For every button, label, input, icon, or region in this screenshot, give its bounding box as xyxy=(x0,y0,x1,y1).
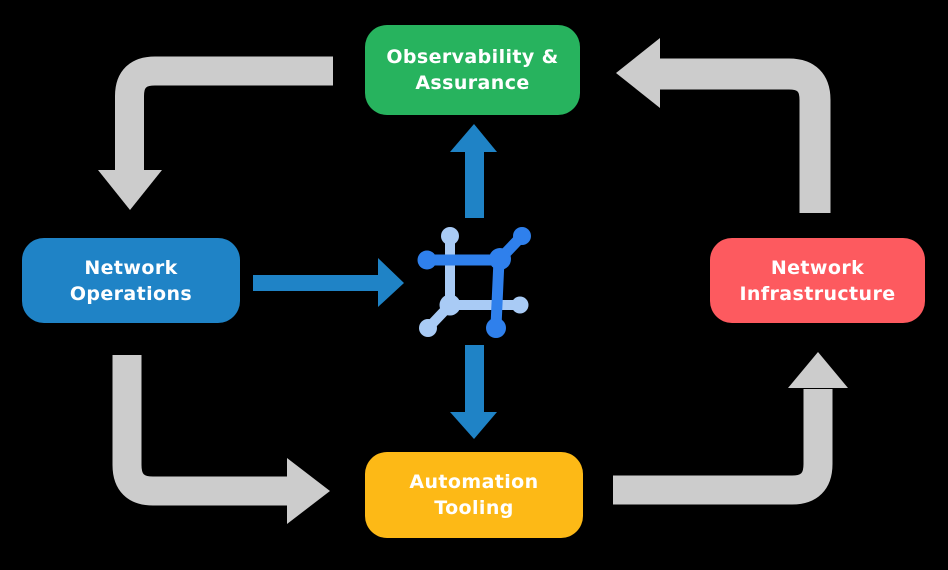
arrow-center-to-automation xyxy=(450,345,497,439)
node-label-line: Operations xyxy=(69,282,193,305)
network-mesh-icon-dark xyxy=(417,227,531,338)
arrow-observability-to-operations xyxy=(98,56,333,210)
node-label-line: Assurance xyxy=(415,72,530,94)
node-label-line: Tooling xyxy=(434,497,514,519)
node-label-line: Observability & xyxy=(386,46,559,68)
node-observability-assurance: Observability & Assurance xyxy=(365,25,580,115)
node-label-line: Network xyxy=(84,256,178,279)
cycle-arrows xyxy=(98,38,848,524)
arrow-center-to-observability xyxy=(450,124,497,218)
node-label-line: Network xyxy=(770,256,865,279)
node-network-infrastructure: Network Infrastructure xyxy=(710,238,925,323)
arrow-operations-to-center xyxy=(253,258,404,307)
node-label-line: Infrastructure xyxy=(739,282,896,305)
node-automation-tooling: Automation Tooling xyxy=(365,452,583,538)
arrow-infrastructure-to-observability xyxy=(616,38,831,213)
arrow-automation-to-infrastructure xyxy=(613,352,848,505)
arrow-operations-to-automation xyxy=(112,355,330,524)
node-label-line: Automation xyxy=(409,471,539,493)
network-mesh-icon-light xyxy=(419,227,529,337)
network-mesh-icon xyxy=(417,227,531,338)
center-arrows xyxy=(253,124,497,439)
node-network-operations: Network Operations xyxy=(22,238,240,323)
